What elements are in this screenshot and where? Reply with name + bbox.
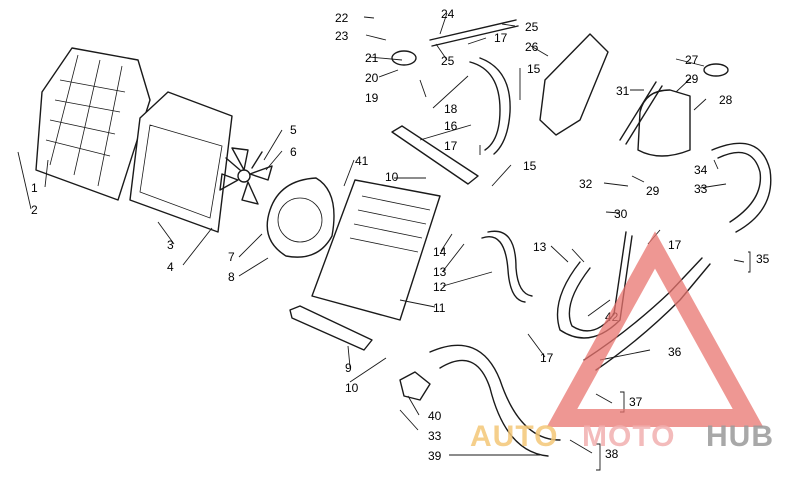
fan-shroud-part: [266, 177, 335, 258]
callout-19: 19: [365, 91, 379, 105]
callout-21: 21: [365, 51, 379, 65]
callout-7: 7: [228, 250, 235, 264]
callout-29-bottom: 29: [646, 184, 660, 198]
callout-1: 1: [31, 181, 38, 195]
callout-15-upper: 15: [527, 62, 541, 76]
callout-6: 6: [290, 145, 297, 159]
callout-31: 31: [616, 84, 630, 98]
callout-17-mid: 17: [444, 139, 458, 153]
bypass-hose-part: [481, 230, 533, 303]
callout-37: 37: [629, 395, 643, 409]
group-bracket-35: [748, 251, 751, 273]
callout-4: 4: [167, 260, 174, 274]
callout-40: 40: [428, 409, 442, 423]
thermostat-cap-part: [391, 50, 417, 66]
callout-3: 3: [167, 238, 174, 252]
callout-34: 34: [694, 163, 708, 177]
callout-33-right: 33: [694, 182, 708, 196]
callout-32: 32: [579, 177, 593, 191]
callout-24: 24: [441, 7, 455, 21]
radiator-screen-part: [129, 91, 233, 233]
callout-13-left: 13: [433, 265, 447, 279]
radiator-cap-part: [703, 63, 729, 77]
callout-27: 27: [685, 53, 699, 67]
bottle-bracket-part: [539, 33, 609, 136]
support-rod-part: [429, 19, 519, 47]
callout-35: 35: [756, 252, 770, 266]
leader-lines: [17, 12, 745, 456]
callout-17-bottom: 17: [540, 351, 554, 365]
watermark-moto: MOTO: [582, 420, 675, 453]
callout-41: 41: [355, 154, 369, 168]
callout-33-bottom: 33: [428, 429, 442, 443]
upper-bracket-part: [391, 125, 479, 185]
radiator-guard-part: [35, 47, 151, 201]
callout-30: 30: [614, 207, 628, 221]
callout-39: 39: [428, 449, 442, 463]
vent-tube-part: [619, 81, 663, 145]
callout-13-right: 13: [533, 240, 547, 254]
callout-10-upper: 10: [385, 170, 399, 184]
callout-25-top: 25: [525, 20, 539, 34]
callout-26: 26: [525, 40, 539, 54]
watermark-triangle-icon: [546, 231, 764, 427]
callout-23: 23: [335, 29, 349, 43]
overflow-bottle-part: [637, 89, 691, 157]
callout-28: 28: [719, 93, 733, 107]
watermark-auto: AUTO: [470, 420, 558, 453]
callout-labels: 1 2 3 4 5 7 6 8 9 10 10 11 12 13 13 14 1…: [31, 7, 770, 463]
callout-29-top: 29: [685, 72, 699, 86]
fan-blade-part: [219, 147, 273, 205]
callout-38: 38: [605, 447, 619, 461]
watermark-hub: HUB: [706, 420, 774, 453]
pump-housing-part: [399, 371, 431, 401]
callout-17-right: 17: [668, 238, 682, 252]
callout-18: 18: [444, 102, 458, 116]
callout-12: 12: [433, 280, 447, 294]
main-pipe-part: [429, 344, 561, 457]
callout-8: 8: [228, 270, 235, 284]
callout-16: 16: [444, 119, 458, 133]
callout-36: 36: [668, 345, 682, 359]
callout-25-mid: 25: [441, 54, 455, 68]
radiator-core-part: [311, 179, 441, 321]
callout-14: 14: [433, 245, 447, 259]
callout-11: 11: [433, 301, 446, 315]
callout-22: 22: [335, 11, 349, 25]
group-bracket-38: [596, 443, 601, 471]
callout-15-lower: 15: [523, 159, 537, 173]
callout-20: 20: [365, 71, 379, 85]
callout-10-lower: 10: [345, 381, 359, 395]
upper-hose-part: [469, 57, 511, 155]
callout-2: 2: [31, 203, 38, 217]
callout-9: 9: [345, 361, 352, 375]
callout-17-top: 17: [494, 31, 508, 45]
callout-5: 5: [290, 123, 297, 137]
watermark-logo: [546, 231, 764, 427]
outlet-pipe-part: [711, 142, 772, 233]
lower-bracket-part: [289, 305, 373, 351]
watermark-text: AUTO MOTO HUB: [470, 420, 774, 453]
